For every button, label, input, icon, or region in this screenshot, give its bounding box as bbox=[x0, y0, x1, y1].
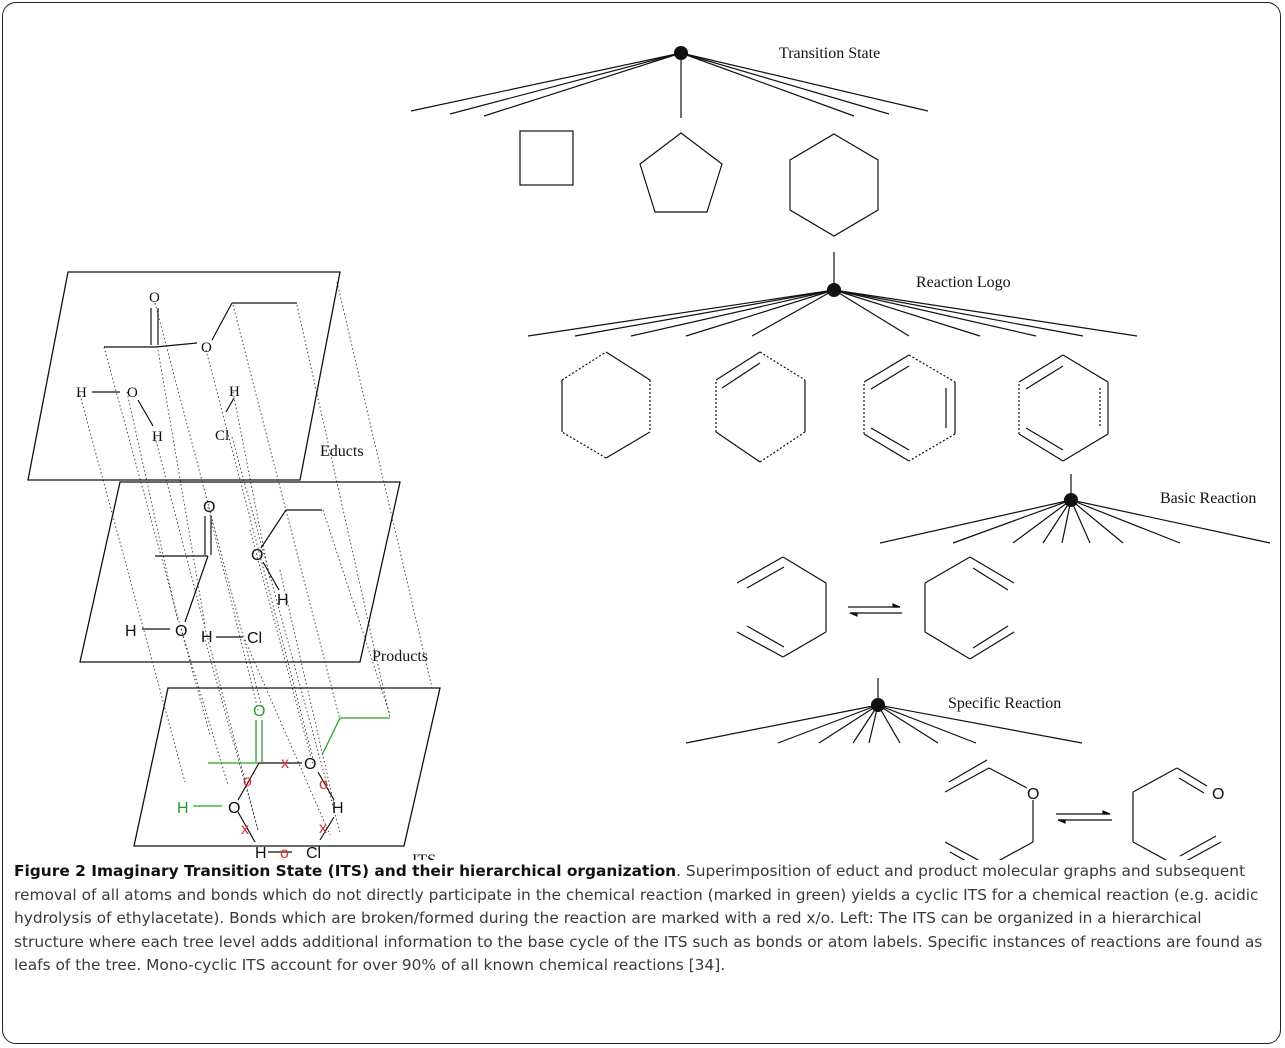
its-green-bonds bbox=[193, 717, 390, 807]
specific-equilibrium-arrows bbox=[1056, 810, 1112, 824]
specific-reaction-node bbox=[685, 678, 1083, 744]
products-plane bbox=[79, 481, 401, 663]
transition-state-node bbox=[410, 52, 929, 118]
product-acid-o: O bbox=[175, 623, 187, 640]
its-hcl-cl: Cl bbox=[306, 845, 321, 860]
its-carbonyl-o: O bbox=[253, 703, 265, 720]
its-acid-h: H bbox=[177, 800, 189, 817]
products-bonds bbox=[142, 509, 322, 638]
caption-text: . Superimposition of educt and product m… bbox=[14, 862, 1263, 974]
its-form-mark-2: o bbox=[280, 845, 289, 860]
logo-hexagon-2 bbox=[715, 351, 806, 463]
logo-hexagon-4 bbox=[1018, 354, 1109, 462]
its-break-mark-1: x bbox=[281, 755, 289, 772]
product-hcl-cl: Cl bbox=[247, 630, 262, 647]
reaction-logo-node bbox=[527, 252, 1138, 337]
educt-hcl-cl: Cl bbox=[215, 428, 229, 444]
its-acid-o: O bbox=[228, 800, 240, 817]
educt-carbonyl-o: O bbox=[149, 290, 160, 306]
educt-water-o: O bbox=[127, 385, 138, 401]
its-diagram: Transition State Reaction Logo bbox=[27, 45, 1271, 860]
its-ester-o: O bbox=[304, 756, 316, 773]
its-form-mark-3: o bbox=[319, 776, 328, 793]
educt-water-h2: H bbox=[152, 429, 163, 445]
educt-water-h1: H bbox=[76, 385, 87, 401]
specific-reactant bbox=[944, 759, 1034, 860]
its-form-mark-1: o bbox=[243, 773, 252, 790]
product-alcohol-h: H bbox=[277, 592, 289, 609]
products-label: Products bbox=[372, 648, 428, 665]
its-cycle-bonds bbox=[237, 762, 335, 853]
its-label: ITS bbox=[412, 852, 436, 860]
product-carbonyl-o: O bbox=[203, 499, 215, 516]
its-break-mark-2: x bbox=[241, 821, 249, 838]
hexagon-ring bbox=[789, 133, 879, 237]
educts-plane bbox=[27, 271, 341, 481]
specific-reaction-dot bbox=[871, 698, 885, 712]
transition-state-label: Transition State bbox=[779, 45, 880, 62]
reaction-logo-dot bbox=[827, 283, 841, 297]
its-plane bbox=[133, 687, 441, 847]
basic-product bbox=[924, 556, 1015, 660]
square-ring bbox=[519, 130, 574, 186]
product-acid-h: H bbox=[125, 623, 137, 640]
educt-hcl-h: H bbox=[229, 384, 240, 400]
its-hcl-h: H bbox=[255, 845, 267, 860]
educts-label: Educts bbox=[320, 443, 364, 460]
basic-reaction-dot bbox=[1064, 493, 1078, 507]
reaction-logo-label: Reaction Logo bbox=[916, 274, 1011, 291]
logo-hexagon-3 bbox=[863, 354, 956, 462]
caption-figure-label: Figure 2 Imaginary Transition State (ITS… bbox=[14, 862, 677, 880]
educt-ester-o: O bbox=[201, 340, 212, 356]
basic-equilibrium-arrows bbox=[848, 603, 902, 617]
educts-bonds bbox=[92, 302, 297, 427]
pentagon-ring bbox=[639, 132, 723, 213]
basic-reaction-node bbox=[879, 474, 1271, 544]
carbonyl-oxygen: O bbox=[1212, 786, 1224, 803]
specific-product bbox=[1132, 767, 1222, 860]
figure-caption: Figure 2 Imaginary Transition State (ITS… bbox=[14, 860, 1276, 978]
basic-reaction-label: Basic Reaction bbox=[1160, 490, 1256, 507]
its-break-mark-3: x bbox=[319, 820, 327, 837]
transition-state-dot bbox=[674, 46, 688, 60]
projection-lines bbox=[79, 281, 433, 836]
product-hcl-h: H bbox=[201, 629, 213, 646]
ether-oxygen: O bbox=[1027, 786, 1039, 803]
its-alcohol-h: H bbox=[332, 800, 344, 817]
basic-reactant bbox=[736, 556, 827, 658]
specific-reaction-label: Specific Reaction bbox=[948, 695, 1061, 712]
logo-hexagon-1 bbox=[561, 351, 651, 459]
product-alcohol-o: O bbox=[251, 547, 263, 564]
